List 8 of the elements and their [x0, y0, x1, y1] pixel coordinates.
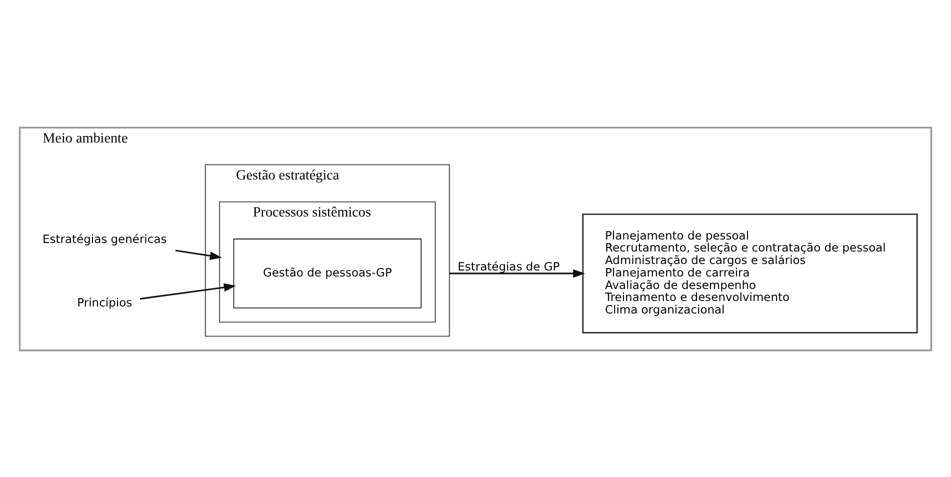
arrow: [449, 268, 586, 278]
edge-label: Estratégias de GP: [458, 258, 560, 273]
arrow: [175, 249, 222, 260]
node-text: Princípios: [77, 295, 132, 310]
node-box: Planejamento de pessoal Recrutamento, seleção e contratação de pessoal Administração de cargos e salários Planejamento de carreira Avaliação de desempenho Treinamento e desenvolvimento Clima organizacional: [582, 213, 918, 333]
node-box: Gestão de pessoas-GP: [233, 238, 422, 308]
node-text: Estratégias genéricas: [42, 231, 167, 246]
arrow: [140, 282, 236, 300]
